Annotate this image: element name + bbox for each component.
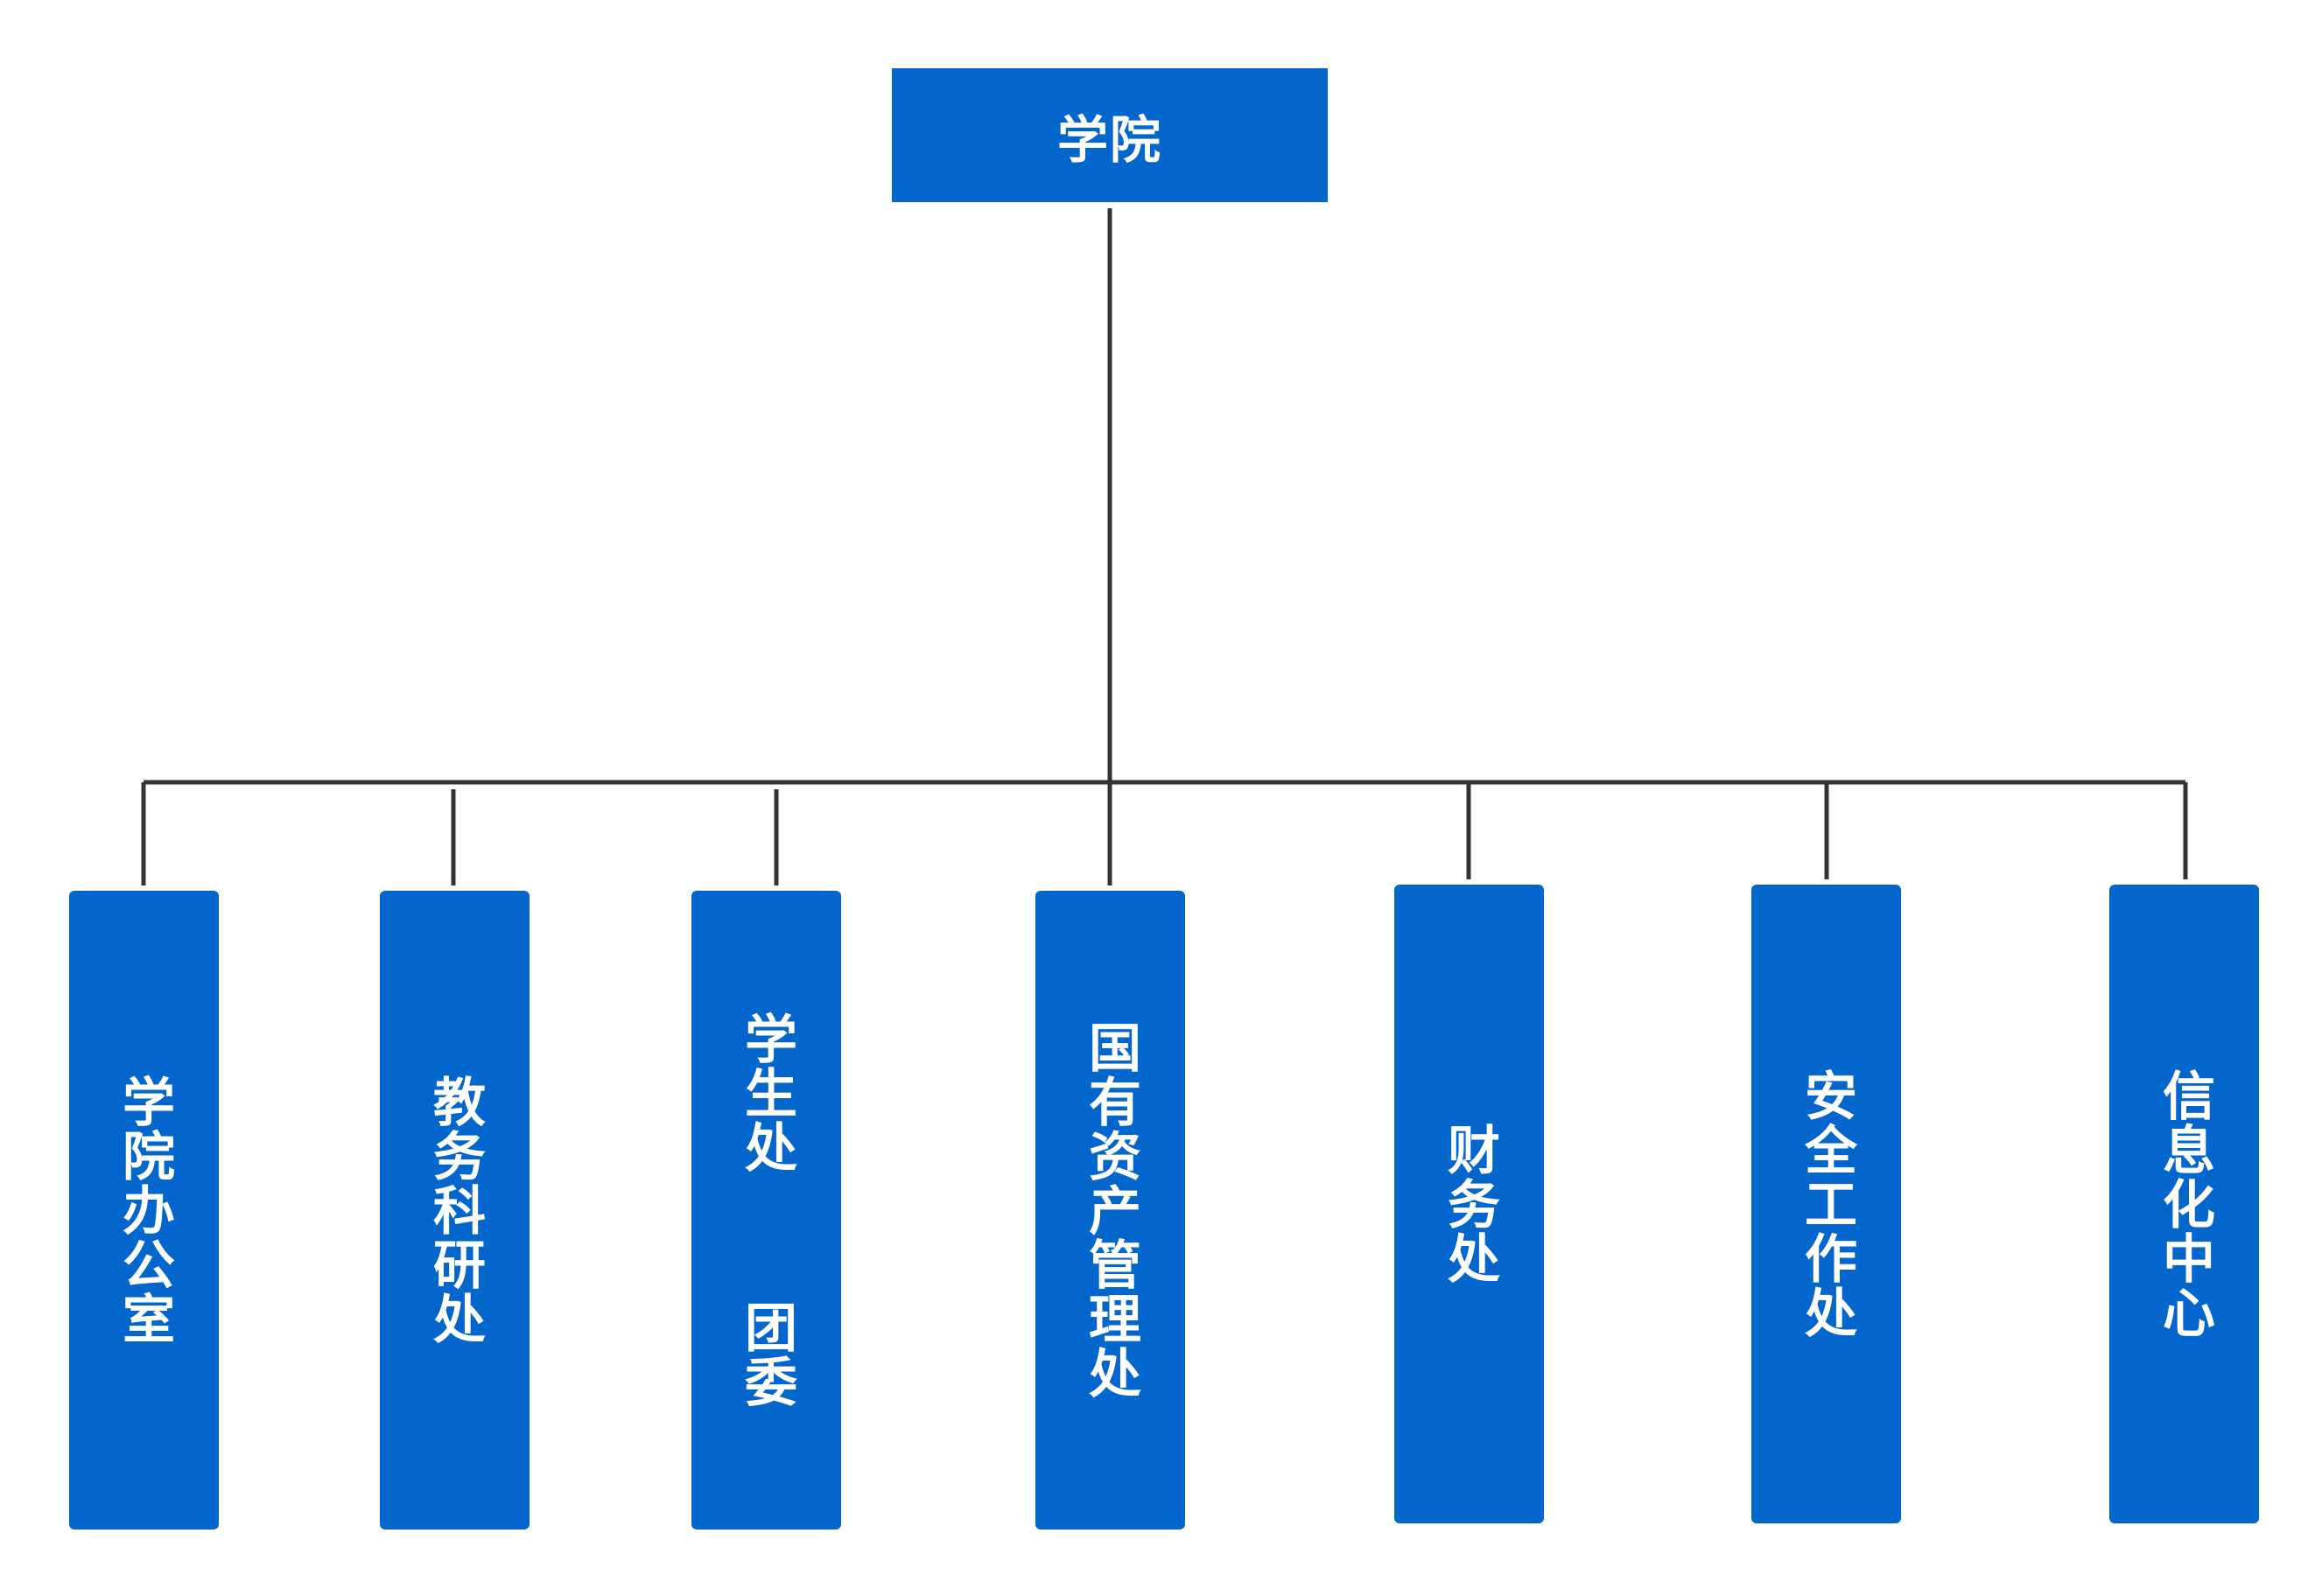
dept-node-5: 财务处 [1394,885,1544,1523]
dept-node-1: 学院办公室 [69,891,219,1530]
dept-node-label: 学生处 团委 [735,1012,797,1409]
root-node-label: 学院 [1056,109,1162,170]
dept-node-4: 国有资产管理处 [1035,891,1185,1530]
dept-node-label: 安全工作处 [1795,1068,1857,1340]
dept-node-label: 教务科研处 [424,1074,486,1346]
dept-node-7: 信息化中心 [2109,885,2259,1523]
dept-node-3: 学生处 团委 [691,891,841,1530]
dept-node-label: 国有资产管理处 [1079,1020,1141,1400]
dept-node-label: 财务处 [1438,1123,1500,1285]
dept-node-label: 信息化中心 [2153,1068,2215,1340]
dept-node-2: 教务科研处 [380,891,530,1530]
dept-node-label: 学院办公室 [113,1074,175,1346]
dept-node-6: 安全工作处 [1751,885,1901,1523]
root-node-college: 学院 [892,68,1328,202]
